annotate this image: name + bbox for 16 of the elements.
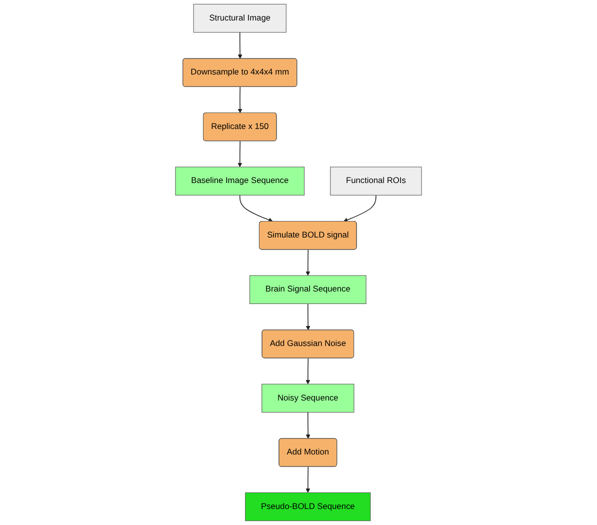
arrow	[306, 412, 310, 439]
arrow	[238, 32, 242, 59]
node-box: Pseudo-BOLD Sequence	[245, 492, 371, 522]
arrow	[306, 303, 310, 330]
arrow	[343, 194, 376, 222]
arrow	[238, 86, 242, 114]
node-box: Noisy Sequence	[262, 384, 354, 413]
arrow	[239, 194, 274, 222]
arrow	[238, 140, 242, 168]
arrow	[306, 249, 310, 276]
node-box: Baseline Image Sequence	[175, 166, 305, 196]
arrow	[306, 358, 310, 384]
node-box: Structural Image	[193, 4, 286, 33]
node-box: Functional ROIs	[330, 166, 422, 196]
node-box: Brain Signal Sequence	[250, 275, 366, 304]
arrow	[306, 466, 310, 493]
